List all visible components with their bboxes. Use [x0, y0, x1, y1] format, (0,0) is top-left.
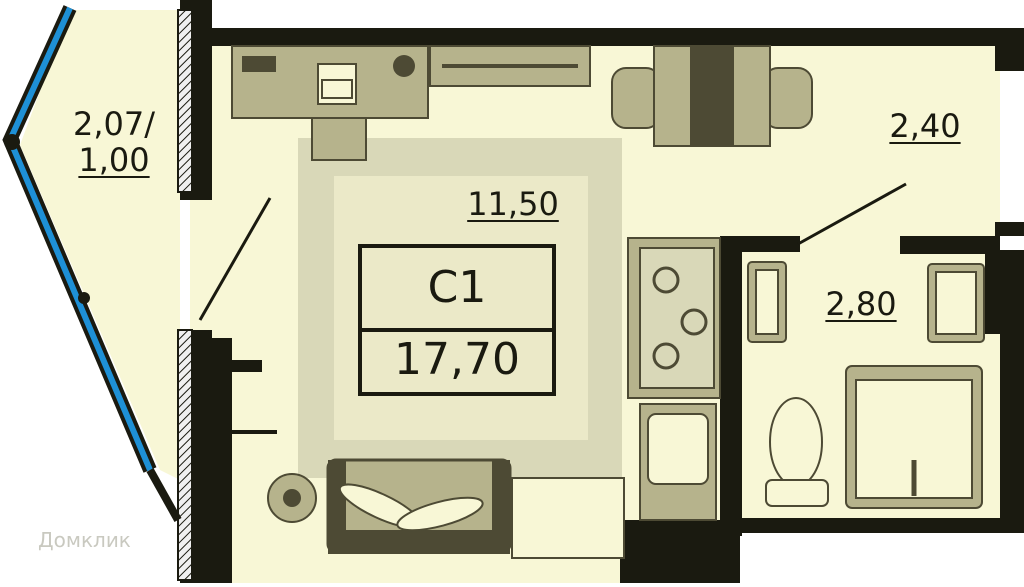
kitchen-cabinet: [511, 477, 625, 559]
plant: [267, 473, 317, 523]
balcony-floor: [20, 10, 180, 480]
rug-inner: [334, 176, 588, 440]
balcony-door: [198, 197, 272, 321]
hall-area-label: 2,40: [889, 107, 961, 145]
watermark: Домклик: [38, 528, 131, 552]
living-area-label: 11,50: [467, 185, 559, 223]
apartment-type-code: C1: [362, 248, 552, 332]
kitchen-sink: [639, 403, 717, 521]
balcony-area-line1: 2,07/: [72, 105, 156, 143]
balcony-window: [2, 5, 182, 522]
hall-door: [797, 182, 907, 246]
wardrobe: [429, 45, 591, 87]
stove: [627, 237, 721, 399]
bathroom-area-label: 2,80: [825, 285, 897, 323]
apartment-type-box: C1 17,70: [358, 244, 556, 396]
balcony-area-line2: 1,00: [78, 141, 150, 179]
dining-table: [611, 45, 813, 147]
apartment-total-area: 17,70: [394, 334, 520, 385]
wall-hatching: [177, 9, 193, 581]
balcony-area-label: 2,07/ 1,00: [66, 106, 162, 178]
bathroom-fixtures: [747, 261, 985, 509]
walls: [180, 0, 1024, 583]
desk: [231, 45, 429, 161]
sofa: [326, 458, 512, 554]
